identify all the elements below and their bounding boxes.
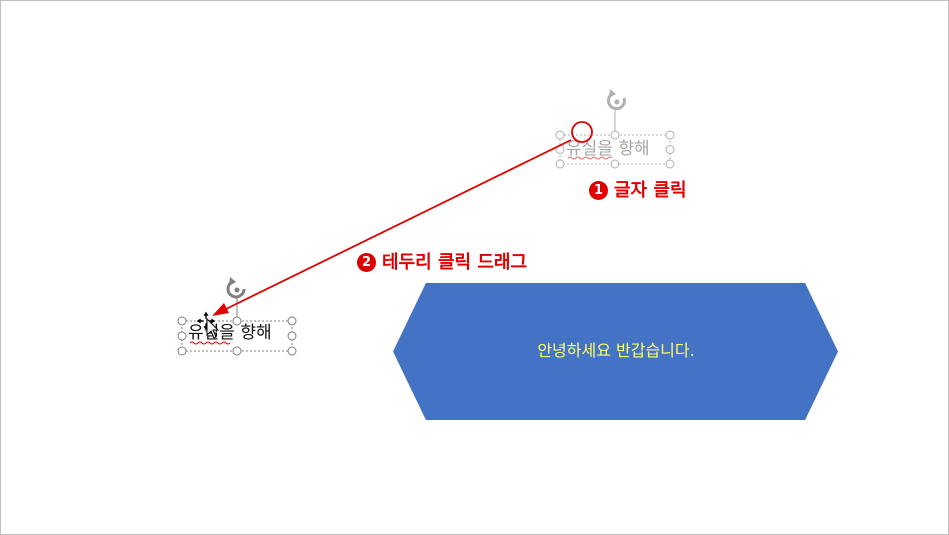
step2-number-badge: 2 [357, 253, 376, 272]
click-marker-circle [571, 121, 593, 143]
spellcheck-squiggle-ghost [567, 156, 613, 160]
step2-label: 테두리 클릭 드래그 [382, 252, 528, 273]
pointer-cursor-icon [206, 317, 220, 339]
ghost-textbox-text: 유실을 향해 [566, 139, 650, 159]
rotate-icon[interactable] [226, 277, 246, 299]
drag-arrow-head [212, 303, 229, 316]
step1-label: 글자 클릭 [614, 180, 687, 201]
rotate-icon [607, 89, 626, 111]
step2-annotation: 2 테두리 클릭 드래그 [357, 252, 527, 274]
hexagon-shape-text: 안녕하세요 반갑습니다. [537, 341, 695, 360]
step1-annotation: 1 글자 클릭 [589, 180, 687, 202]
drag-arrow-line [225, 139, 572, 310]
textbox-frame[interactable] [177, 297, 297, 356]
spellcheck-squiggle [189, 341, 231, 345]
step1-number-badge: 1 [589, 181, 608, 200]
ghost-textbox-frame [555, 108, 675, 169]
hexagon-shape[interactable] [393, 283, 838, 420]
